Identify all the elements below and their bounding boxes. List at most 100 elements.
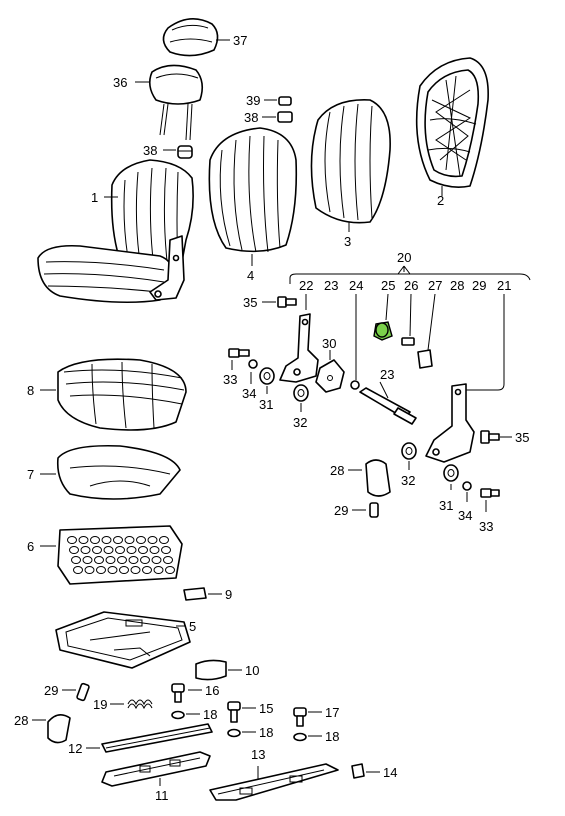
spring-coil (84, 566, 95, 574)
part-26-pin[interactable] (401, 337, 415, 346)
part-10-pad[interactable] (195, 659, 227, 681)
spring-coil (80, 546, 91, 554)
part-18-washer-b[interactable] (227, 728, 241, 738)
callout-35a: 35 (243, 295, 257, 310)
callout-12: 12 (68, 741, 82, 756)
spring-coil (126, 546, 137, 554)
part-11-track[interactable] (101, 751, 211, 787)
part-27-clip[interactable] (417, 349, 433, 369)
callout-8: 8 (27, 383, 34, 398)
spring-coil (130, 566, 141, 574)
spring-coil (78, 536, 89, 544)
part-13-frame[interactable] (209, 763, 339, 801)
part-14-clip[interactable] (351, 763, 365, 779)
callout-38b: 38 (244, 110, 258, 125)
callout-14: 14 (383, 765, 397, 780)
spring-coil (140, 556, 150, 564)
callout-32b: 32 (401, 473, 415, 488)
part-1-complete-seat[interactable] (37, 159, 194, 304)
callout-39: 39 (246, 93, 260, 108)
callout-28c: 28 (14, 713, 28, 728)
callout-29c: 29 (44, 683, 58, 698)
part-33-bolt-left[interactable] (228, 348, 250, 358)
part-38-guide-sleeve[interactable] (177, 145, 193, 159)
callout-11: 11 (155, 788, 169, 803)
spring-coil (151, 556, 162, 564)
callout-17: 17 (325, 705, 339, 720)
part-24-washer[interactable] (350, 380, 360, 390)
callout-4: 4 (247, 268, 254, 283)
part-32-bushing-left[interactable] (293, 384, 309, 402)
part-6-spring-unit[interactable] (57, 525, 183, 585)
spring-coil (153, 566, 164, 574)
part-21-lever-right[interactable] (425, 383, 475, 463)
part-9-block[interactable] (183, 587, 207, 601)
callout-34b: 34 (458, 508, 472, 523)
callout-18b: 18 (259, 725, 273, 740)
part-2-backrest-frame[interactable] (415, 57, 489, 188)
part-35-bolt-right[interactable] (480, 430, 500, 444)
spring-coil (165, 566, 175, 574)
part-28-knob-left[interactable] (47, 714, 71, 744)
part-36-headrest[interactable] (148, 64, 204, 141)
part-12-rail[interactable] (101, 723, 213, 753)
part-31-bushing-left[interactable] (259, 367, 275, 385)
callout-5: 5 (189, 619, 196, 634)
part-4-backrest-cover[interactable] (208, 127, 298, 253)
callout-30: 30 (322, 336, 336, 351)
part-25-knob-highlighted[interactable] (373, 321, 393, 341)
callout-28a: 28 (450, 278, 464, 293)
callout-1: 1 (91, 190, 98, 205)
part-30-mount-plate[interactable] (315, 359, 345, 393)
callout-27: 27 (428, 278, 442, 293)
part-23-shaft[interactable] (359, 387, 417, 425)
spring-coil (107, 566, 118, 574)
spring-coil (124, 536, 135, 544)
part-31-bushing-right[interactable] (443, 464, 459, 482)
callout-20: 20 (397, 250, 411, 265)
callout-15: 15 (259, 701, 273, 716)
spring-coil (113, 536, 123, 544)
spring-coil (138, 546, 148, 554)
spring-coil (147, 536, 158, 544)
callout-37: 37 (233, 33, 247, 48)
part-19-spring[interactable] (127, 699, 153, 710)
part-15-bolt[interactable] (227, 701, 241, 723)
callout-33a: 33 (223, 372, 237, 387)
part-7-foam-pad[interactable] (56, 444, 181, 500)
spring-coil (159, 536, 169, 544)
spring-coil (67, 536, 77, 544)
part-29-pin-mid[interactable] (369, 502, 379, 518)
spring-coil (73, 566, 83, 574)
callout-31a: 31 (259, 397, 273, 412)
part-22-lever-bracket[interactable] (279, 313, 319, 383)
callout-38a: 38 (143, 143, 157, 158)
part-37-headrest-cushion[interactable] (162, 18, 219, 57)
callout-23a: 23 (324, 278, 338, 293)
part-5-seat-pan[interactable] (55, 611, 191, 669)
spring-coil (117, 556, 127, 564)
part-38-sleeve-upper[interactable] (277, 111, 293, 123)
spring-coil (115, 546, 125, 554)
spring-coil (82, 556, 93, 564)
part-16-bolt[interactable] (171, 683, 185, 703)
part-3-backrest-pad[interactable] (310, 99, 391, 224)
part-33-bolt-right[interactable] (480, 488, 500, 498)
part-8-cushion-cover[interactable] (57, 358, 187, 431)
part-34-washer-left[interactable] (248, 359, 258, 369)
part-32-bushing-right[interactable] (401, 442, 417, 460)
part-18-washer-a[interactable] (171, 710, 185, 720)
part-35-bolt-left[interactable] (277, 296, 297, 308)
callout-36: 36 (113, 75, 127, 90)
spring-coil (105, 556, 116, 564)
part-29-pin-left[interactable] (76, 682, 90, 702)
callout-22: 22 (299, 278, 313, 293)
part-39-cap[interactable] (278, 96, 292, 106)
callout-25: 25 (381, 278, 395, 293)
part-17-bolt[interactable] (293, 707, 307, 727)
part-28-knob-mid[interactable] (365, 459, 391, 497)
part-34-washer-right[interactable] (462, 481, 472, 491)
spring-coil (101, 536, 112, 544)
part-18-washer-c[interactable] (293, 732, 307, 742)
